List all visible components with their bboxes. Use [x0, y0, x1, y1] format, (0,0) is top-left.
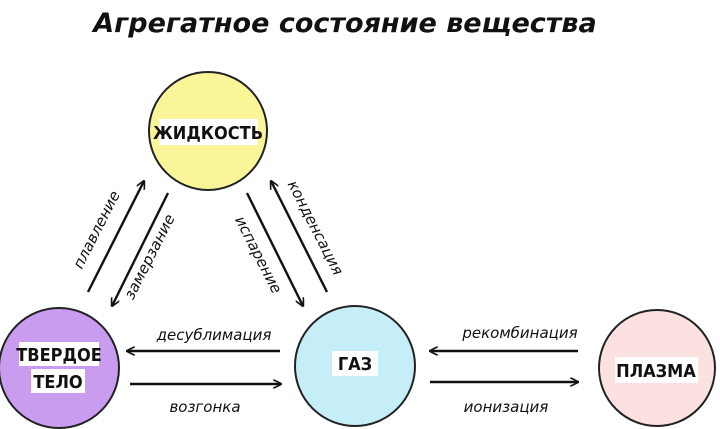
node-liquid-label: ЖИДКОСТЬ	[153, 123, 263, 144]
label-desublimation: десублимация	[156, 326, 272, 344]
node-gas-label-bg	[332, 351, 378, 376]
label-melting: плавление	[69, 188, 124, 272]
node-liquid: ЖИДКОСТЬ	[148, 71, 268, 191]
node-solid-circle	[0, 307, 120, 429]
node-gas-label: ГАЗ	[338, 354, 372, 375]
label-ionization: ионизация	[464, 398, 549, 416]
node-plasma-label-bg	[615, 357, 698, 383]
node-solid-label-line2: ТЕЛО	[33, 372, 82, 393]
node-plasma: ПЛАЗМА	[598, 309, 716, 427]
node-solid-label-bg-2	[31, 369, 85, 393]
arrow-evaporation	[245, 192, 303, 306]
node-solid-label-line1: ТВЕРДОЕ	[16, 345, 102, 366]
arrow-condensation	[271, 181, 329, 293]
node-liquid-label-bg	[159, 119, 258, 145]
label-recombination: рекомбинация	[461, 324, 577, 342]
node-solid: ТВЕРДОЕ ТЕЛО	[0, 307, 120, 429]
node-plasma-label: ПЛАЗМА	[616, 361, 696, 382]
arrow-melting	[86, 181, 144, 293]
diagram-title: Агрегатное состояние вещества	[91, 8, 596, 39]
node-solid-label-bg-1	[19, 342, 99, 366]
node-gas: ГАЗ	[294, 305, 416, 427]
label-sublimation: возгонка	[169, 398, 240, 416]
arrow-freezing	[112, 192, 170, 306]
label-freezing: замерзание	[120, 211, 178, 302]
